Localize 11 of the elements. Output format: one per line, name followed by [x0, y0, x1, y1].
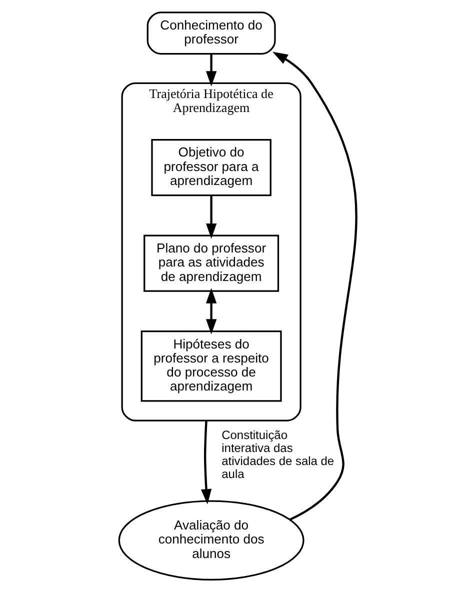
node-box: Plano do professor para as atividades de aprendizagem	[143, 234, 279, 292]
arrow	[200, 420, 212, 504]
arrow	[205, 54, 216, 86]
node-box: Conhecimento do professor	[146, 12, 276, 55]
edge-label: Constituição interativa das atividades de sala de aula	[221, 428, 334, 482]
arrow	[205, 196, 216, 239]
node-box: Hipóteses do professor a respeito do processo de aprendizagem	[140, 330, 282, 402]
arrow	[272, 52, 357, 521]
node-ellipse: Avaliação do conhecimento dos alunos	[118, 500, 304, 580]
node-box: Objetivo do professor para a aprendizagem	[150, 138, 271, 196]
arrow	[205, 288, 216, 334]
